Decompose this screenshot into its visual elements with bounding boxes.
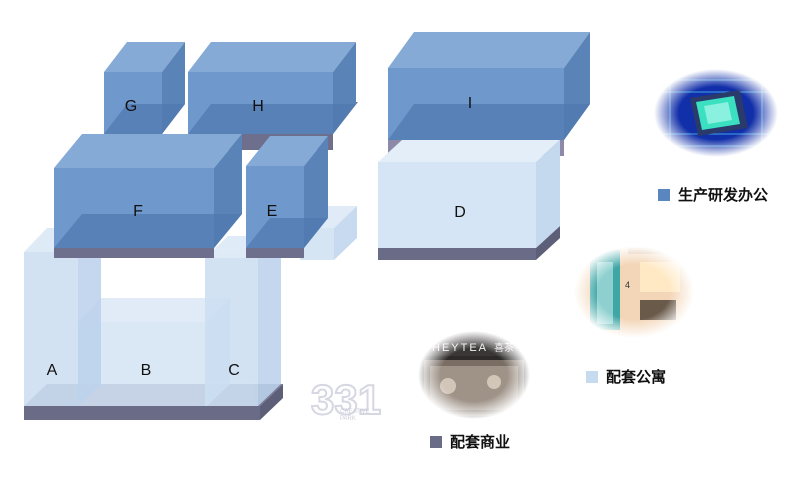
building-f (54, 134, 242, 258)
building-c (205, 236, 281, 406)
apartment-photo: 4 (572, 244, 696, 340)
legend-office-swatch (658, 188, 670, 201)
label-i: I (468, 95, 472, 112)
building-g (104, 42, 185, 148)
legend-office: 生产研发办公 (658, 184, 768, 205)
logo-line1: CREATIVE (340, 409, 370, 415)
label-a: A (47, 362, 58, 379)
logo-number: 331 (311, 376, 381, 423)
shop-sign: HEYTEA (432, 342, 488, 354)
building-d (378, 140, 560, 248)
label-b: B (141, 362, 152, 379)
legend-apartment: 配套公寓 (586, 366, 666, 387)
label-h: H (252, 98, 264, 115)
label-g: G (125, 98, 137, 115)
building-i (388, 32, 590, 140)
building-h (188, 42, 358, 150)
creative-park-logo: 331 CREATIVE PARK (310, 375, 382, 424)
legend-commercial: 配套商业 (430, 431, 510, 452)
legend-commercial-swatch (430, 435, 442, 448)
legend-commercial-label: 配套商业 (450, 433, 511, 451)
label-d: D (454, 204, 466, 221)
logo-line2: PARK (340, 416, 356, 422)
room-number: 4 (625, 280, 630, 290)
label-c: C (228, 362, 240, 379)
shop-photo: HEYTEA 喜茶 (416, 330, 532, 422)
label-e: E (267, 203, 278, 220)
legend-office-label: 生产研发办公 (678, 186, 769, 204)
label-f: F (133, 203, 143, 220)
legend-apartment-label: 配套公寓 (606, 368, 667, 386)
legend-apartment-swatch (586, 370, 598, 383)
building-e (246, 136, 328, 258)
chip-photo (650, 66, 782, 162)
shop-sign-cn: 喜茶 (494, 341, 514, 354)
